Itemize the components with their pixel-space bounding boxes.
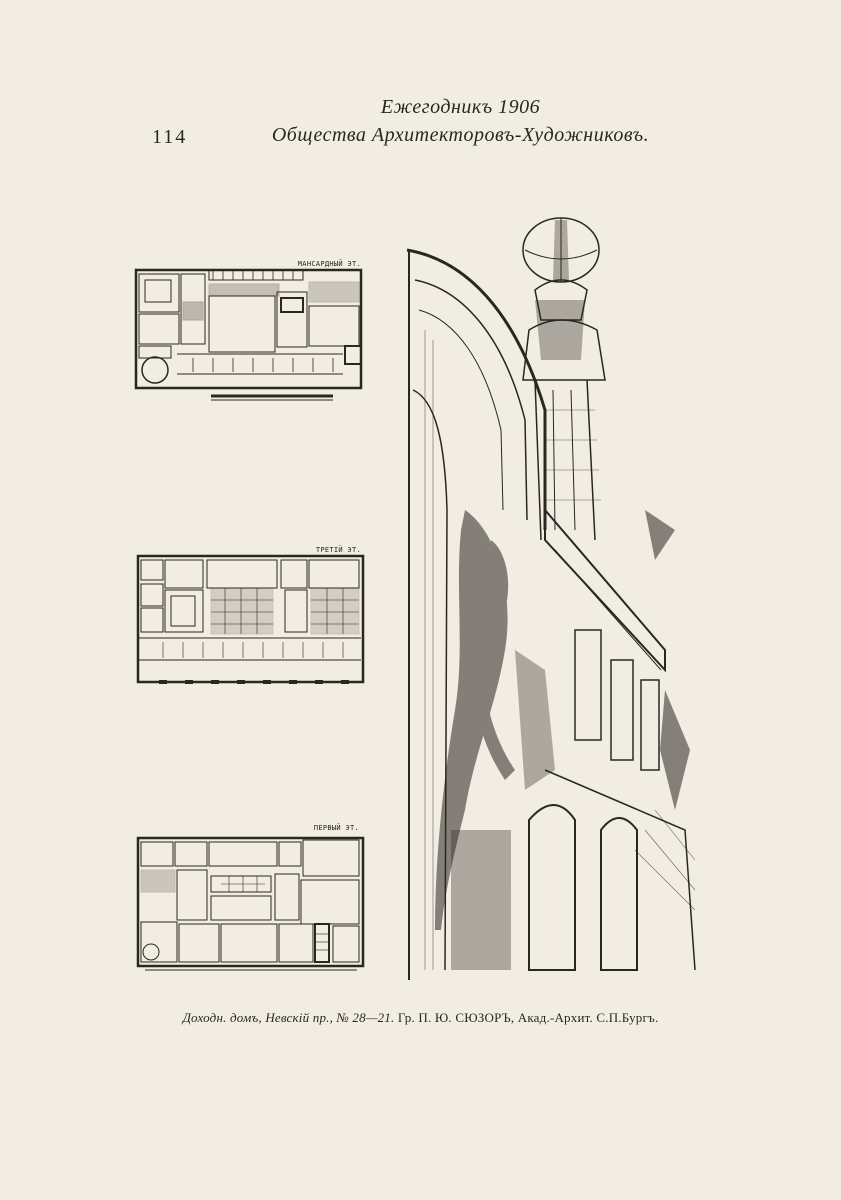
running-header-title: Ежегодникъ 1906 (380, 96, 541, 118)
running-header-subtitle: Общества Архитекторовъ-Художниковъ. (271, 124, 650, 146)
floor-plan-attic: МАНСАРДНЫЙ ЭТ. (133, 260, 365, 402)
floor-plan-label: МАНСАРДНЫЙ ЭТ. (297, 260, 361, 268)
floor-plan-label: ПЕРВЫЙ ЭТ. (313, 824, 359, 832)
floor-plan-first: ПЕРВЫЙ ЭТ. (135, 824, 367, 974)
floor-plan-drawing (134, 268, 363, 401)
caption-author: Гр. П. Ю. СЮЗОРЪ, Акад.-Архит. С.П.Бургъ… (397, 1010, 659, 1025)
floor-plan-drawing (136, 554, 365, 684)
caption-italic: Доходн. домъ, Невскій пр., № 28—21. (182, 1010, 395, 1025)
page-number: 114 (152, 126, 188, 148)
floor-plan-drawing (136, 836, 365, 971)
facade-illustration (405, 210, 705, 980)
facade-drawing (406, 217, 696, 980)
figure-caption: Доходн. домъ, Невскій пр., № 28—21. Гр. … (0, 1010, 841, 1026)
floor-plan-label: ТРЕТІЙ ЭТ. (315, 546, 361, 554)
floor-plan-third: ТРЕТІЙ ЭТ. (135, 546, 367, 690)
